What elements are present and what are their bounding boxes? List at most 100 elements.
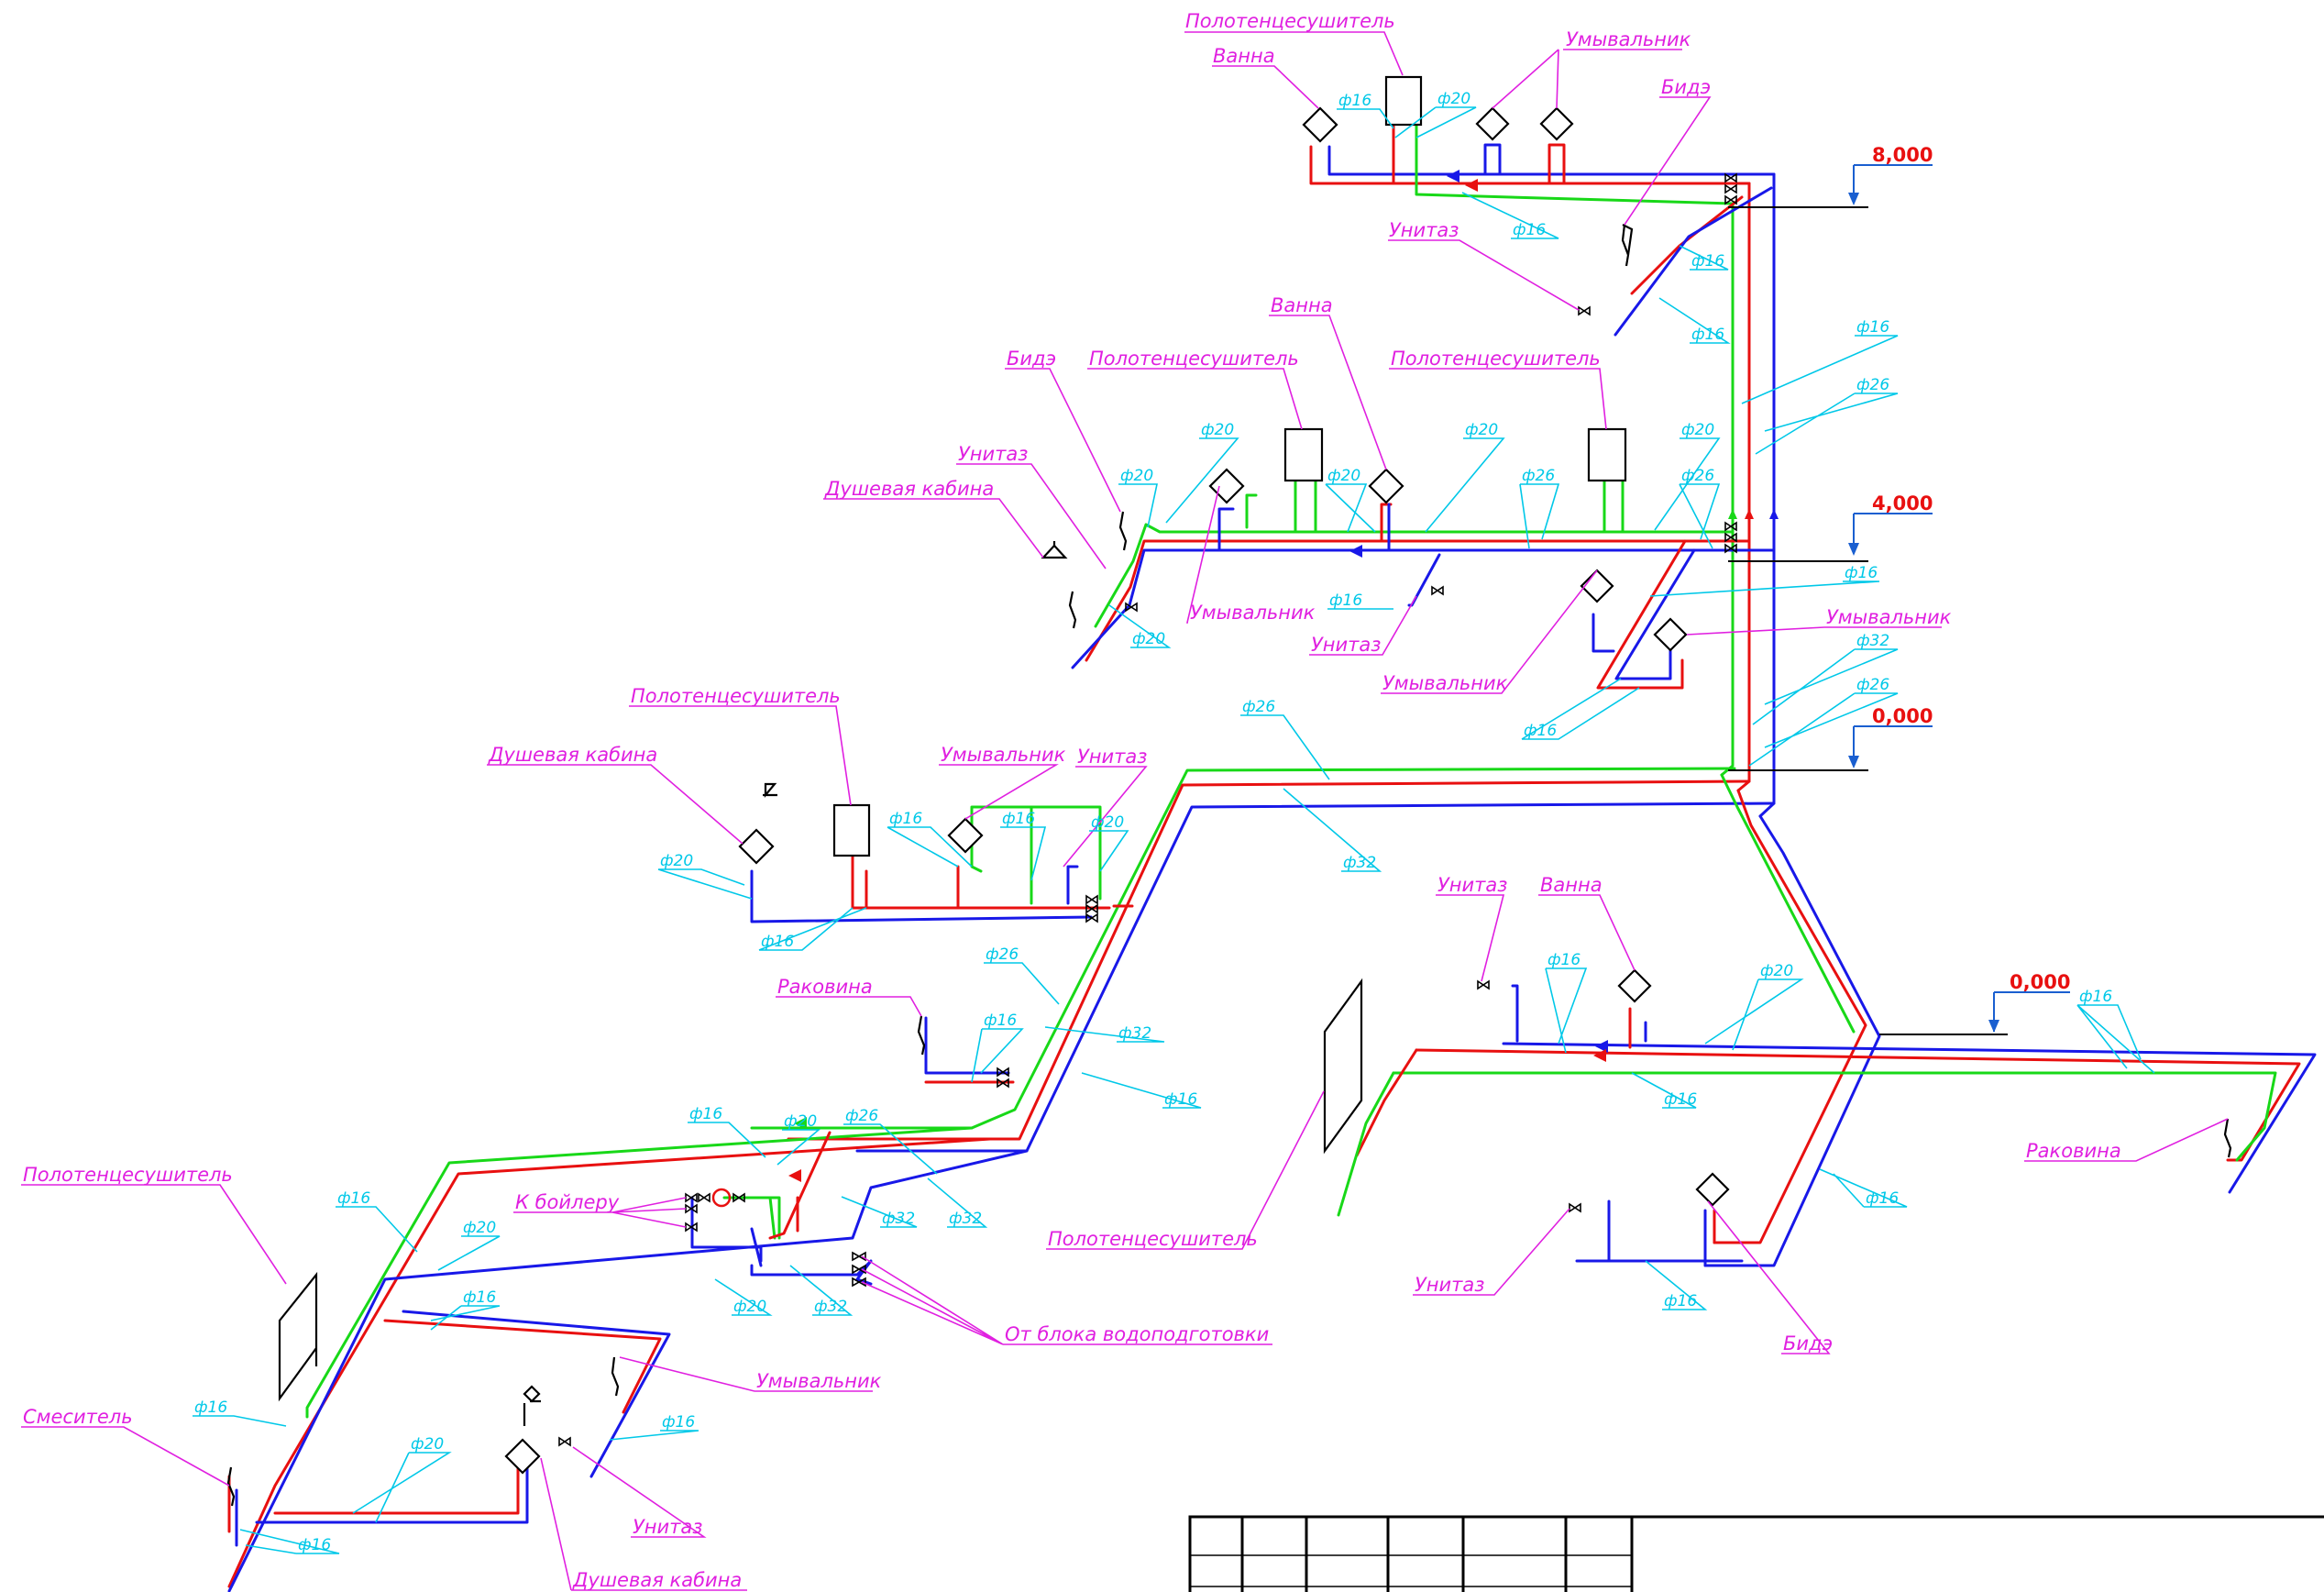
label-bidet-8000: Бидэ xyxy=(1661,76,1711,98)
label-bath-8000: Ванна xyxy=(1213,45,1275,67)
label-toilet-4000-right: Унитаз xyxy=(1311,634,1381,656)
label-sink-0000: Раковина xyxy=(777,976,873,998)
level-marker-0000-basement: 0,000 xyxy=(1879,971,2070,1035)
label-sink-basement: Раковина xyxy=(2026,1140,2121,1162)
label-toilet-4000-left: Унитаз xyxy=(958,443,1028,465)
level-label-0000-basement: 0,000 xyxy=(2010,971,2070,993)
label-washbasin-8000: Умывальник xyxy=(1566,28,1691,50)
basement-right-pipes xyxy=(1337,773,2317,1267)
main-riser xyxy=(1720,172,1779,818)
dia-34: ф32 xyxy=(882,1210,915,1228)
level-marker-4000: 4,000 xyxy=(1728,492,1933,562)
label-shower-4000: Душевая кабина xyxy=(824,478,994,500)
dia-8: ф20 xyxy=(1201,421,1234,439)
label-washbasin-bottom: Умывальник xyxy=(756,1370,882,1392)
label-toilet-basement-bottom: Унитаз xyxy=(1415,1274,1484,1296)
valves xyxy=(558,172,1737,1447)
dia-42: ф20 xyxy=(411,1435,444,1454)
dia-13: ф20 xyxy=(1681,421,1714,439)
label-towel-dryer-4000-b: Полотенцесушитель xyxy=(1391,348,1601,370)
dia-27: ф20 xyxy=(1091,813,1124,832)
dia-7: ф26 xyxy=(1856,376,1889,394)
dia-18: ф32 xyxy=(1856,632,1889,650)
fixture-labels: Полотенцесушитель Ванна Умывальник Бидэ … xyxy=(21,10,2229,1591)
label-mixer: Смеситель xyxy=(23,1406,133,1428)
dia-39: ф20 xyxy=(733,1298,766,1316)
dia-22: ф32 xyxy=(1343,854,1376,872)
dia-49: ф16 xyxy=(2079,988,2112,1006)
dia-38: ф16 xyxy=(463,1288,496,1307)
label-washbasin-4000-right-b: Умывальник xyxy=(1826,606,1952,628)
label-toilet-0000: Унитаз xyxy=(1077,746,1147,768)
dia-50: ф16 xyxy=(1866,1189,1899,1208)
dia-24: ф16 xyxy=(761,933,794,951)
dia-1: ф16 xyxy=(1338,92,1371,110)
dia-28: ф26 xyxy=(986,945,1019,964)
dia-37: ф20 xyxy=(463,1219,496,1237)
label-washbasin-4000-left: Умывальник xyxy=(1190,602,1316,624)
dia-35: ф32 xyxy=(949,1210,982,1228)
label-towel-dryer-bottom: Полотенцесушитель xyxy=(23,1164,233,1186)
label-washbasin-4000-right-a: Умывальник xyxy=(1382,672,1508,694)
label-towel-dryer-basement: Полотенцесушитель xyxy=(1048,1228,1258,1250)
dia-11: ф20 xyxy=(1465,421,1498,439)
label-towel-dryer-0000: Полотенцесушитель xyxy=(631,685,841,707)
dia-3: ф16 xyxy=(1513,221,1546,239)
dia-33: ф26 xyxy=(845,1107,878,1125)
level-label-8000: 8,000 xyxy=(1872,144,1933,166)
title-block xyxy=(1188,1515,2324,1592)
dia-32: ф20 xyxy=(784,1112,817,1131)
dia-12: ф26 xyxy=(1522,467,1555,485)
level-label-0000: 0,000 xyxy=(1872,705,1933,727)
dia-14: ф26 xyxy=(1681,467,1714,485)
label-bath-4000: Ванна xyxy=(1271,294,1333,316)
floor-4000-pipes xyxy=(1071,457,1776,690)
label-towel-dryer-4000-a: Полотенцесушитель xyxy=(1089,348,1299,370)
label-shower-bottom: Душевая кабина xyxy=(572,1569,742,1591)
dia-31: ф16 xyxy=(689,1105,722,1123)
label-toilet-basement-top: Унитаз xyxy=(1437,874,1507,896)
label-toilet-8000: Унитаз xyxy=(1389,219,1459,241)
dia-48: ф20 xyxy=(1760,962,1793,980)
label-from-water-treatment: От блока водоподготовки xyxy=(1005,1323,1269,1345)
dia-17: ф20 xyxy=(1132,630,1165,648)
label-washbasin-0000: Умывальник xyxy=(941,744,1066,766)
dia-19: ф26 xyxy=(1856,676,1889,694)
dia-20: ф16 xyxy=(1524,722,1557,740)
dia-6: ф16 xyxy=(1856,318,1889,337)
dia-9: ф20 xyxy=(1120,467,1153,485)
dia-40: ф32 xyxy=(814,1298,847,1316)
floor-0000-pipes xyxy=(227,767,1776,1592)
dia-5: ф16 xyxy=(1691,326,1724,344)
dia-4: ф16 xyxy=(1691,252,1724,271)
dia-10: ф20 xyxy=(1327,467,1360,485)
level-label-4000: 4,000 xyxy=(1872,492,1933,514)
dia-26: ф16 xyxy=(1002,810,1035,828)
label-shower-0000: Душевая кабина xyxy=(488,744,657,766)
label-to-boiler: К бойлеру xyxy=(515,1191,620,1213)
dia-16: ф16 xyxy=(1329,591,1362,610)
dia-30: ф32 xyxy=(1118,1024,1151,1043)
dia-25: ф16 xyxy=(889,810,922,828)
label-toilet-bottom: Унитаз xyxy=(633,1516,702,1538)
level-marker-8000: 8,000 xyxy=(1728,144,1933,208)
label-bidet-basement: Бидэ xyxy=(1783,1332,1833,1354)
dia-2: ф20 xyxy=(1437,90,1470,108)
dia-36: ф16 xyxy=(337,1189,370,1208)
dia-51: ф16 xyxy=(1664,1292,1697,1310)
label-bath-basement: Ванна xyxy=(1540,874,1603,896)
diameter-labels: ф16 ф20 ф16 ф16 ф16 ф16 ф26 ф20 ф20 ф20 … xyxy=(193,90,2155,1554)
circulation-pump xyxy=(711,1188,732,1208)
dia-23: ф20 xyxy=(660,852,693,870)
dia-43: ф16 xyxy=(662,1413,695,1432)
label-bidet-4000: Бидэ xyxy=(1007,348,1056,370)
dia-47: ф16 xyxy=(1547,951,1581,969)
level-marker-0000: 0,000 xyxy=(1728,705,1933,771)
fixture-symbols xyxy=(226,75,2232,1507)
dia-21: ф26 xyxy=(1242,698,1275,716)
label-towel-dryer-8000: Полотенцесушитель xyxy=(1185,10,1395,32)
dia-15: ф16 xyxy=(1845,564,1878,582)
dia-29: ф16 xyxy=(984,1012,1017,1030)
dia-41: ф16 xyxy=(194,1399,227,1417)
